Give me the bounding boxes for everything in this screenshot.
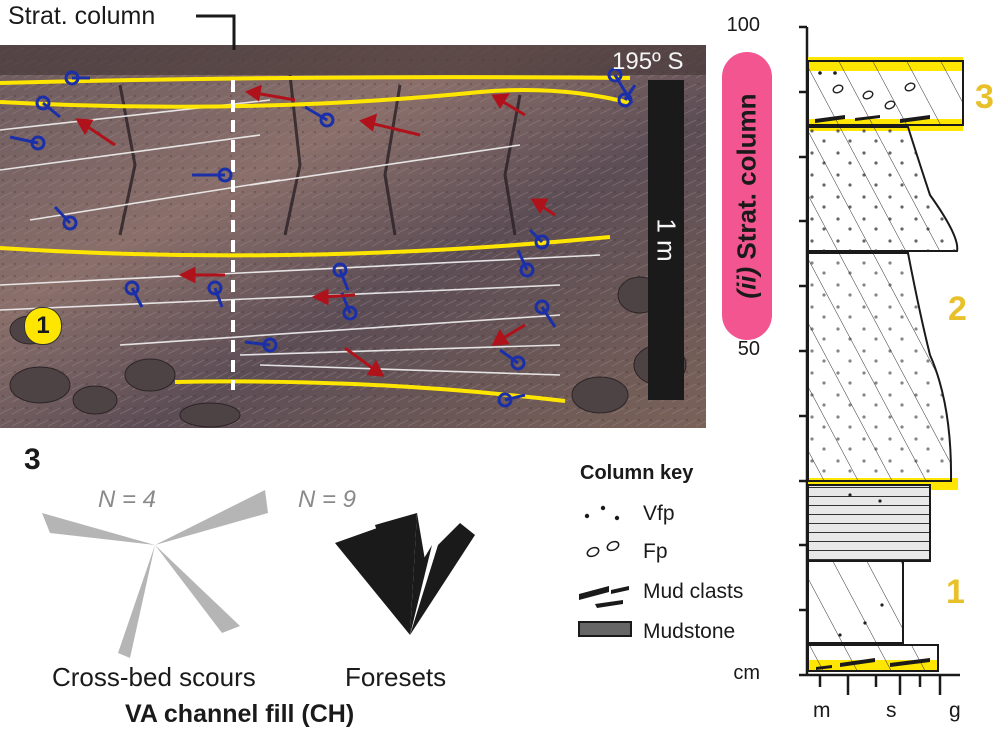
scale-bar-label: 1 m	[651, 218, 682, 262]
column-key-title: Column key	[580, 462, 694, 484]
bedding-boundaries	[0, 75, 631, 403]
strat-label-leader	[196, 14, 236, 50]
y-axis-unit: cm	[733, 662, 760, 684]
foresets-rose	[335, 513, 475, 635]
outcrop-photo	[0, 45, 706, 428]
rose-petals	[335, 513, 475, 635]
right-rose-n: N = 9	[298, 486, 357, 513]
key-mudstone: Mudstone	[643, 620, 736, 643]
title-text: Strat. column	[731, 93, 762, 260]
strat-column-title-pill	[722, 52, 772, 340]
grain-label-m: m	[813, 699, 831, 722]
cross-bed-caption: Cross-bed scours	[52, 662, 256, 692]
title-prefix: (ii)	[731, 266, 762, 299]
grain-label-s: s	[886, 699, 897, 722]
marker-badge: 1	[24, 307, 62, 345]
key-mud-clasts: Mud clasts	[643, 580, 744, 603]
strat-column-label: Strat. column	[8, 2, 156, 30]
foresets-caption: Foresets	[345, 662, 447, 692]
unit-label-2: 2	[948, 290, 967, 328]
key-symbols	[578, 505, 632, 637]
key-vfp: Vfp	[643, 502, 675, 525]
key-fp: Fp	[643, 540, 668, 563]
azimuth-label: 195º S	[612, 48, 684, 75]
vfp-symbol	[584, 505, 620, 521]
stratigraphic-column	[799, 25, 964, 695]
channel-fill-caption: VA channel fill (CH)	[125, 700, 355, 728]
bed-unit-1-mudstone	[807, 484, 931, 562]
scale-bar	[648, 80, 684, 400]
grain-label-g: g	[949, 699, 961, 722]
left-rose-n: N = 4	[98, 486, 157, 513]
unit-label-3: 3	[975, 78, 994, 116]
bed-unit-3	[807, 60, 964, 126]
fp-symbol	[586, 540, 620, 558]
rose-petals	[42, 490, 268, 658]
unit-label-1: 1	[946, 573, 965, 611]
mudstone-symbol	[578, 621, 632, 637]
cross-bed-rose	[42, 490, 268, 658]
y-tick-50: 50	[737, 338, 760, 360]
strat-column-title: (ii) Strat. column	[732, 93, 763, 298]
panel-number: 3	[24, 443, 41, 476]
y-tick-100: 100	[726, 14, 760, 36]
dip-symbols	[9, 67, 637, 408]
marker-label: 1	[36, 312, 50, 339]
paleocurrent-arrows	[75, 84, 556, 377]
bed-unit-1-sand	[807, 560, 904, 644]
mud-clast-symbol	[579, 586, 629, 608]
